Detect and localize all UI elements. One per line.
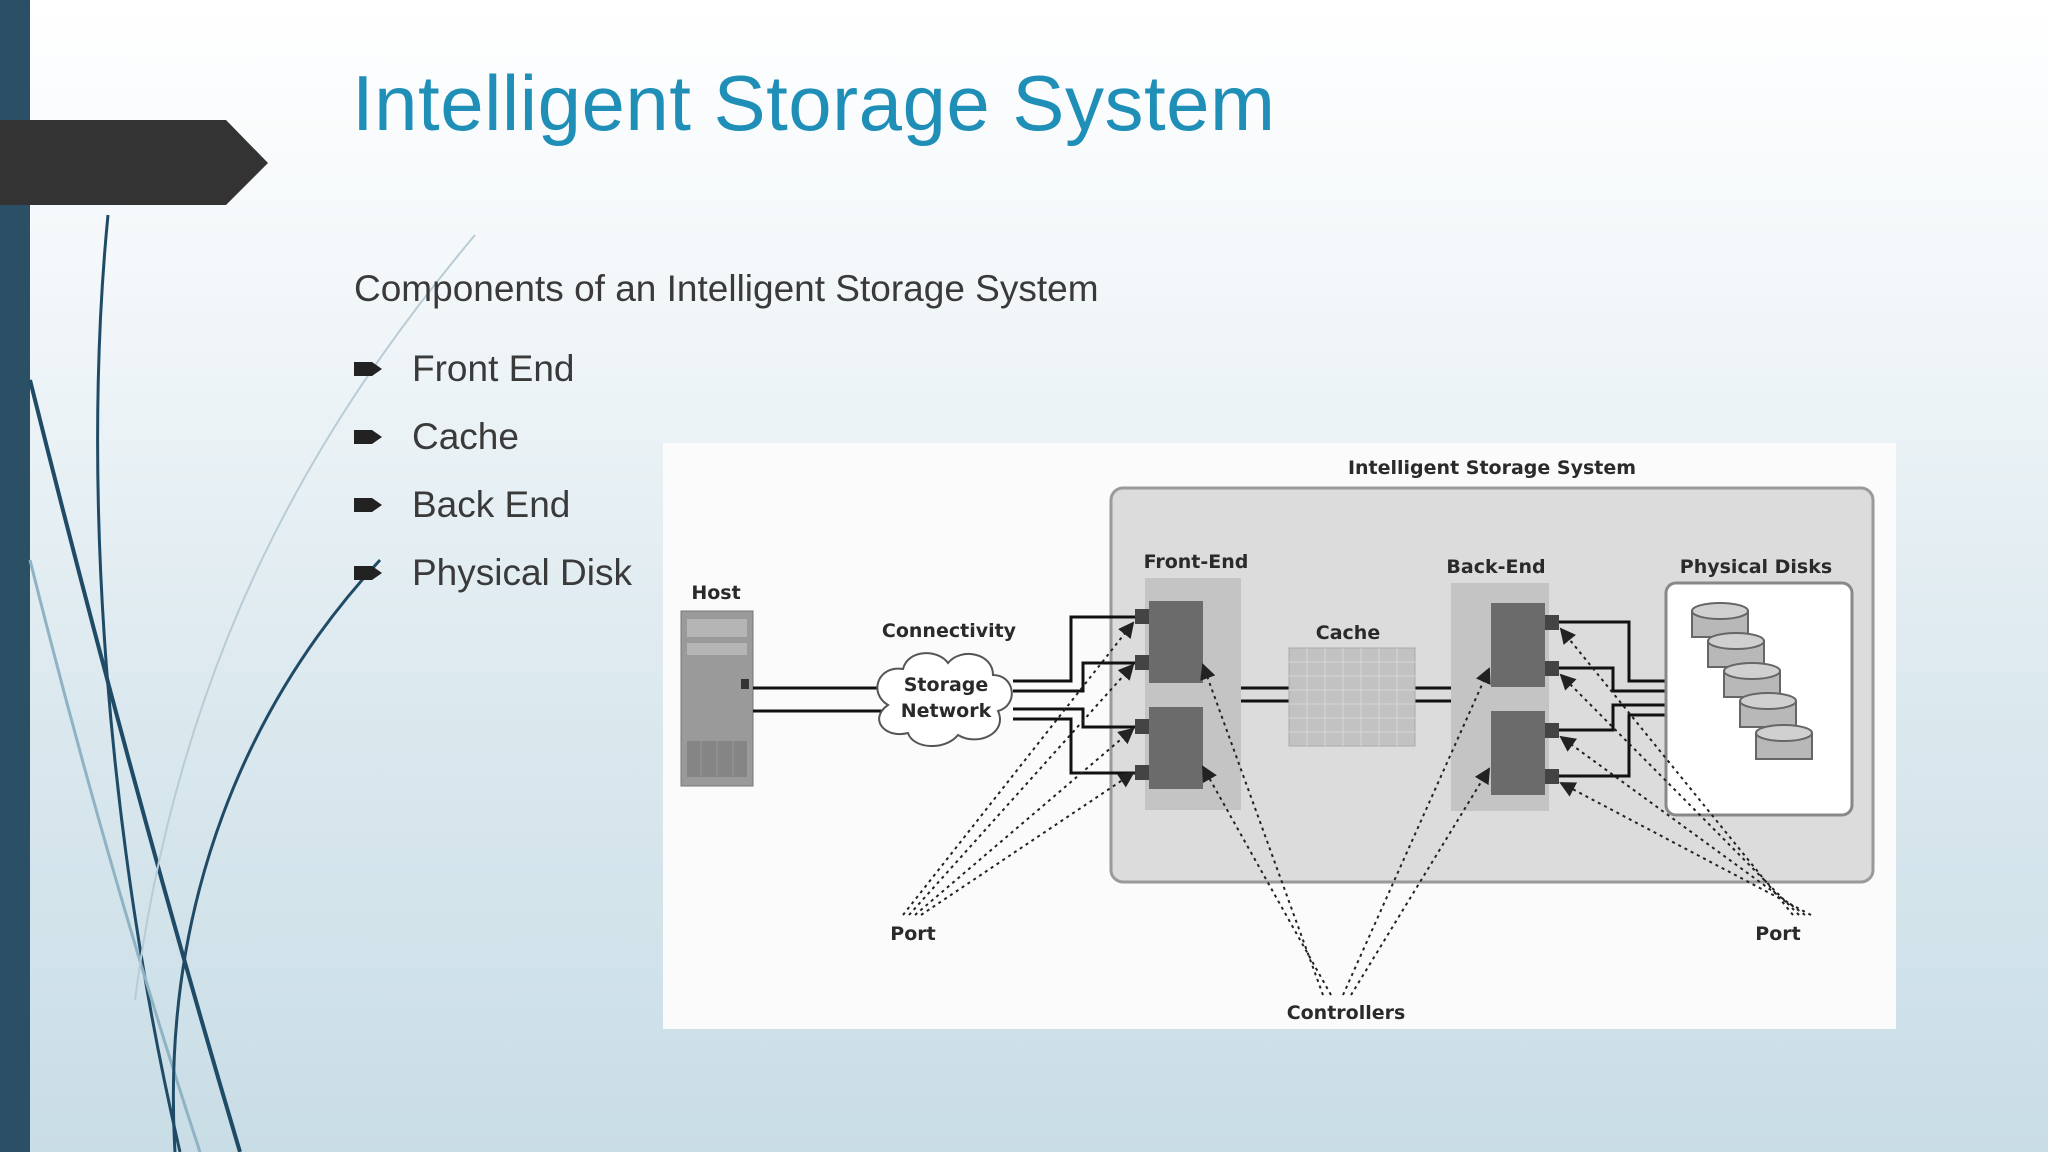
slide-intro: Components of an Intelligent Storage Sys…: [354, 268, 1099, 309]
storage-diagram: Intelligent Storage System Host Connecti…: [663, 443, 1896, 1029]
bullet-item: Cache: [354, 403, 632, 471]
arrow-bullet-icon: [354, 430, 382, 444]
port-pointer-arrows-right: [1559, 627, 1812, 916]
connectivity-label: Connectivity: [882, 620, 1017, 642]
back-end-label: Back-End: [1446, 556, 1545, 578]
back-end-controller: [1491, 711, 1545, 795]
port-left-label: Port: [890, 923, 935, 945]
bullet-text: Cache: [412, 416, 519, 457]
front-end-label: Front-End: [1144, 551, 1249, 573]
bullet-text: Back End: [412, 484, 571, 525]
host-server-icon: [680, 610, 754, 787]
decorative-curve: [134, 234, 476, 1001]
front-end-controller: [1149, 707, 1203, 789]
decorative-curve: [171, 558, 382, 1152]
controllers-label: Controllers: [1287, 1002, 1406, 1024]
title-arrow-tab: [0, 120, 268, 205]
bullet-text: Physical Disk: [412, 552, 632, 593]
network-label-line2: Network: [901, 700, 992, 722]
back-end-port: [1545, 723, 1559, 738]
decorative-curve: [28, 379, 242, 1152]
back-end-port: [1545, 661, 1559, 676]
front-end-connections: [1013, 615, 1138, 775]
slide-title: Intelligent Storage System: [352, 59, 1276, 147]
cache-label: Cache: [1316, 622, 1380, 644]
network-label-line1: Storage: [904, 674, 989, 696]
front-end-port: [1135, 765, 1149, 780]
cache-grid-icon: [1288, 647, 1416, 747]
back-end-port: [1545, 615, 1559, 630]
front-end-controller: [1149, 601, 1203, 683]
port-pointer-arrows-left: [902, 621, 1135, 916]
system-label: Intelligent Storage System: [1348, 457, 1636, 479]
arrow-bullet-icon: [354, 566, 382, 580]
storage-network-cloud-icon: [876, 652, 1013, 748]
front-end-port: [1135, 719, 1149, 734]
back-end-connections: [1559, 620, 1666, 778]
arrow-bullet-icon: [354, 362, 382, 376]
bullet-text: Front End: [412, 348, 575, 389]
port-right-label: Port: [1755, 923, 1800, 945]
bullet-item: Physical Disk: [354, 539, 632, 607]
back-end-port: [1545, 769, 1559, 784]
controller-pointer-arrows: [1200, 663, 1491, 996]
front-end-port: [1135, 655, 1149, 670]
front-end-port: [1135, 609, 1149, 624]
bullet-item: Front End: [354, 335, 632, 403]
bullet-item: Back End: [354, 471, 632, 539]
arrow-bullet-icon: [354, 498, 382, 512]
back-end-controller: [1491, 603, 1545, 687]
decorative-curve: [28, 559, 202, 1152]
bullet-list: Front End Cache Back End Physical Disk: [354, 335, 632, 607]
host-label: Host: [691, 582, 740, 604]
physical-disks-label: Physical Disks: [1680, 556, 1832, 578]
disk-stack-icon: [1691, 602, 1813, 760]
